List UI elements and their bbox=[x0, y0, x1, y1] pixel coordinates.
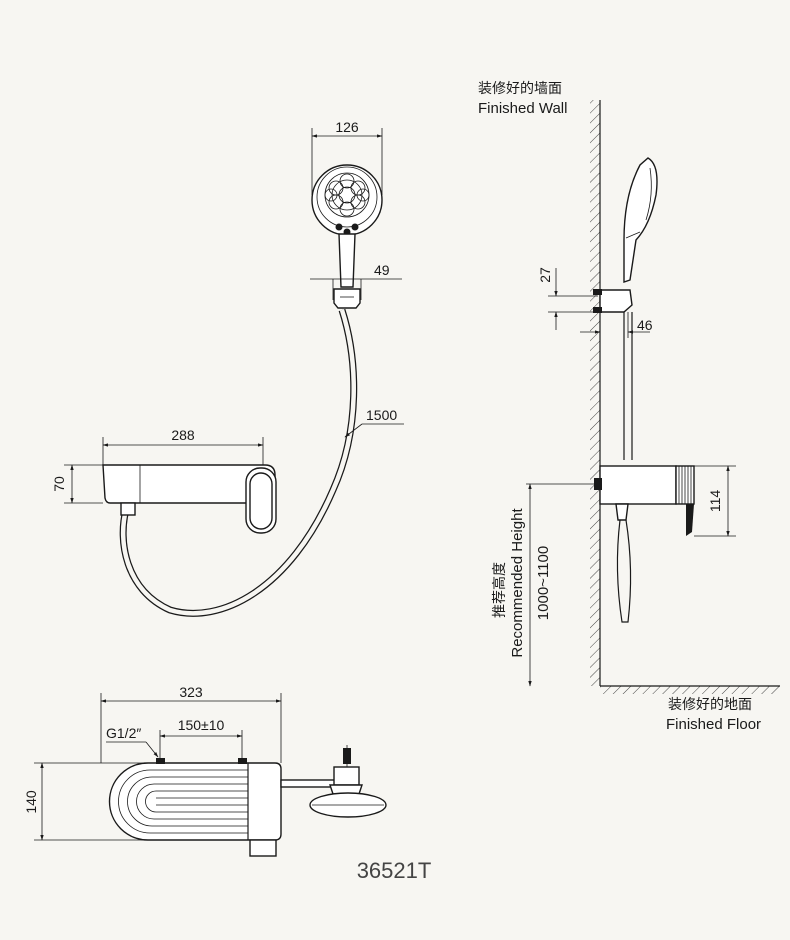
mixer-side bbox=[594, 465, 695, 623]
recommended-height-cn: 推荐高度 bbox=[491, 562, 508, 618]
floor-label-en: Finished Floor bbox=[666, 716, 761, 733]
dim-spout-length: 288 bbox=[102, 427, 264, 465]
body-height-label: 70 bbox=[51, 476, 67, 492]
floor bbox=[600, 685, 780, 694]
shower-head-front bbox=[311, 164, 383, 309]
dim-body-height: 70 bbox=[51, 464, 103, 504]
floor-label-cn: 装修好的地面 bbox=[668, 697, 752, 713]
hose bbox=[119, 308, 358, 617]
dim-inlet-spacing: 150±10 bbox=[159, 717, 243, 758]
dim-recommended-height: 推荐高度 Recommended Height 1000~1100 bbox=[491, 483, 594, 687]
shower-head-side bbox=[593, 157, 658, 460]
dim-hose-length: 1500 bbox=[344, 407, 404, 438]
dim-head-width: 126 bbox=[311, 119, 383, 195]
head-width-label: 126 bbox=[335, 119, 359, 135]
body-depth-label: 140 bbox=[23, 790, 39, 814]
wall-label-cn: 装修好的墙面 bbox=[478, 81, 562, 97]
dim-holder-width: 49 bbox=[310, 262, 402, 300]
dim-total-length: 323 bbox=[100, 684, 282, 763]
hose-length-label: 1500 bbox=[366, 407, 397, 423]
bracket-offset-label: 46 bbox=[637, 317, 653, 333]
wall bbox=[590, 100, 601, 686]
dim-bracket-offset: 46 bbox=[580, 312, 653, 338]
dim-inlet-thread: G1/2″ bbox=[106, 725, 159, 758]
dim-bracket-height: 27 bbox=[537, 267, 598, 330]
mixer-body-top bbox=[108, 745, 387, 857]
floor-label: 装修好的地面 Finished Floor bbox=[666, 697, 761, 733]
mixer-body-front bbox=[102, 464, 277, 534]
mixer-height-label: 114 bbox=[707, 490, 723, 513]
spout-length-label: 288 bbox=[171, 427, 195, 443]
spray-pattern-icon bbox=[324, 172, 370, 218]
bracket-height-label: 27 bbox=[537, 267, 553, 283]
wall-label: 装修好的墙面 Finished Wall bbox=[478, 81, 567, 117]
total-length-label: 323 bbox=[179, 684, 203, 700]
inlet-spacing-label: 150±10 bbox=[178, 717, 225, 733]
dim-mixer-height: 114 bbox=[676, 465, 736, 537]
model-number: 36521T bbox=[357, 858, 432, 883]
recommended-height-en: Recommended Height bbox=[509, 508, 526, 658]
holder-width-label: 49 bbox=[374, 262, 390, 278]
recommended-height-range: 1000~1100 bbox=[535, 546, 552, 620]
dim-body-depth: 140 bbox=[23, 762, 148, 841]
wall-label-en: Finished Wall bbox=[478, 100, 567, 117]
inlet-thread-label: G1/2″ bbox=[106, 725, 141, 741]
